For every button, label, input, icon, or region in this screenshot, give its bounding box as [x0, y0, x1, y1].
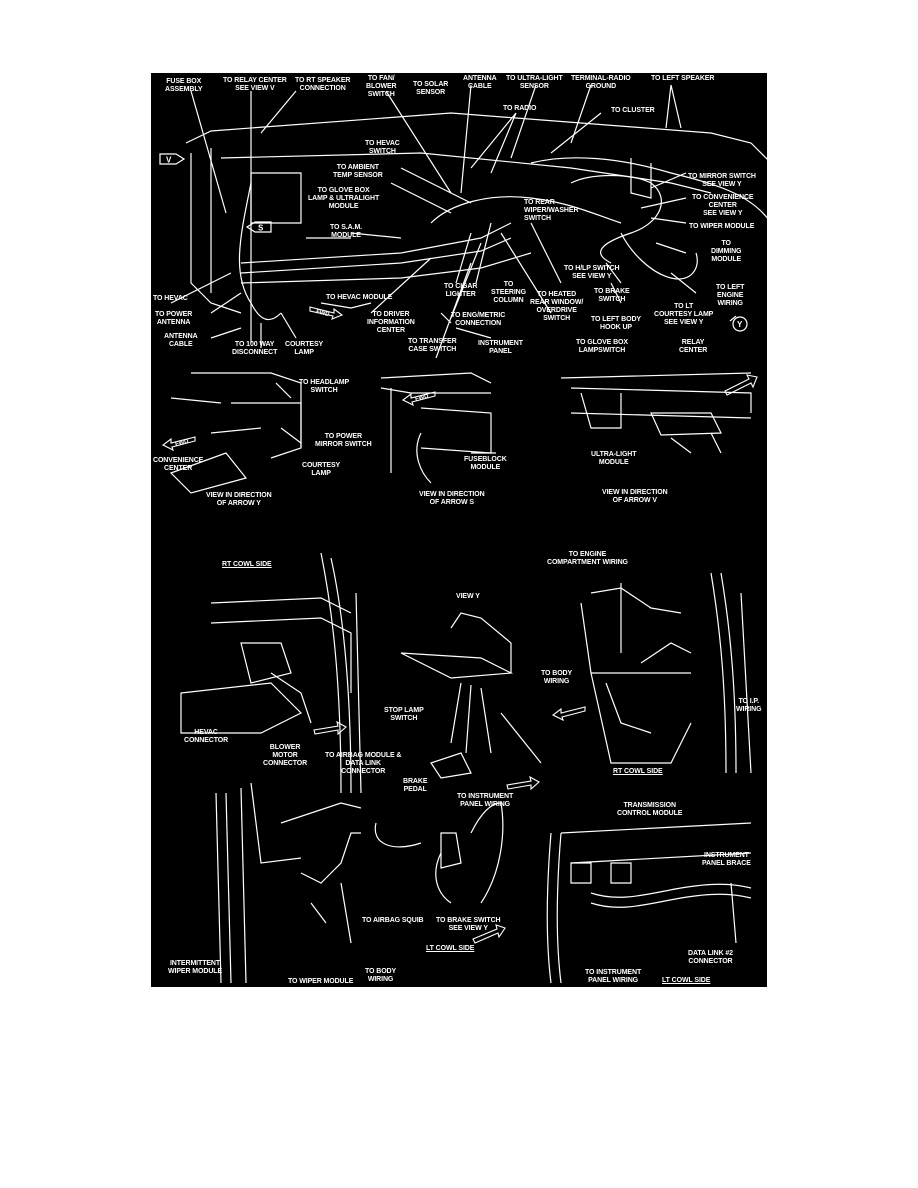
- fwd-arrow-icon: [506, 775, 540, 791]
- title-rt-cowl-side-left: RT COWL SIDE: [222, 561, 272, 568]
- caption-lt-cowl-side-right: LT COWL SIDE: [662, 977, 711, 984]
- diagram-panel: V S Y FWD FWD FWD FUSE BOX ASSEMBLY TO R…: [151, 73, 767, 987]
- caption-view-v: VIEW IN DIRECTION OF ARROW V: [602, 489, 668, 504]
- label-to-ambient-temp: TO AMBIENT TEMP SENSOR: [333, 164, 383, 179]
- label-to-instrument-panel-wiring-lt2: TO INSTRUMENT PANEL WIRING: [585, 969, 642, 984]
- label-to-heated-rear-window: TO HEATED REAR WINDOW/ OVERDRIVE SWITCH: [530, 291, 584, 322]
- label-to-airbag-squib: TO AIRBAG SQUIB: [362, 917, 424, 924]
- label-to-hlp-switch: TO H/LP SWITCH SEE VIEW Y: [564, 265, 620, 280]
- svg-text:V: V: [166, 156, 172, 165]
- label-to-airbag-module: TO AIRBAG MODULE & DATA LINK CONNECTOR: [325, 752, 402, 775]
- label-to-brake-switch-lt: TO BRAKE SWITCH SEE VIEW Y: [436, 917, 501, 932]
- label-to-wiper-module-lt: TO WIPER MODULE: [288, 978, 354, 985]
- label-to-100-way-disconnect: TO 100 WAY DISCONNECT: [232, 341, 278, 356]
- fwd-arrow-icon: [551, 706, 586, 722]
- svg-text:FWD: FWD: [175, 439, 190, 448]
- label-relay-center: RELAY CENTER: [679, 339, 708, 354]
- label-brake-pedal: BRAKE PEDAL: [403, 778, 428, 793]
- label-to-left-engine-wiring: TO LEFT ENGINE WIRING: [716, 284, 745, 307]
- label-to-engine-compartment: TO ENGINE COMPARTMENT WIRING: [547, 551, 628, 566]
- arrow-v-marker: V: [159, 153, 186, 165]
- label-to-steering-column: TO STEERING COLUMN: [491, 281, 526, 304]
- svg-text:Y: Y: [737, 320, 743, 329]
- label-to-convenience-center: TO CONVENIENCE CENTER SEE VIEW Y: [692, 194, 754, 217]
- fwd-arrow-icon: FWD: [401, 391, 436, 407]
- label-to-brake-switch: TO BRAKE SWITCH: [594, 288, 630, 303]
- label-courtesy-lamp-y: COURTESY LAMP: [302, 462, 341, 477]
- label-to-cluster: TO CLUSTER: [611, 107, 655, 114]
- caption-view-s: VIEW IN DIRECTION OF ARROW S: [419, 491, 485, 506]
- label-to-fan-blower-switch: TO FAN/ BLOWER SWITCH: [366, 75, 397, 98]
- label-instrument-panel: INSTRUMENT PANEL: [478, 340, 523, 355]
- label-intermittent-wiper: INTERMITTENT WIPER MODULE: [168, 960, 223, 975]
- label-to-left-body-hookup: TO LEFT BODY HOOK UP: [591, 316, 642, 331]
- label-to-ultralight-sensor: TO ULTRA-LIGHT SENSOR: [506, 75, 563, 90]
- label-to-body-wiring-lt: TO BODY WIRING: [365, 968, 397, 983]
- svg-text:S: S: [258, 224, 264, 233]
- label-to-power-mirror-switch: TO POWER MIRROR SWITCH: [315, 433, 372, 448]
- fwd-arrow-icon: [472, 924, 506, 944]
- arrow-s-marker: S: [245, 221, 272, 233]
- label-to-hevac-switch: TO HEVAC SWITCH: [365, 140, 400, 155]
- label-to-ip-wiring: TO I.P. WIRING: [736, 698, 762, 713]
- label-to-solar-sensor: TO SOLAR SENSOR: [413, 81, 449, 96]
- label-to-instrument-panel-wiring-lt: TO INSTRUMENT PANEL WIRING: [457, 793, 514, 808]
- label-to-dimming-module: TO DIMMING MODULE: [711, 240, 742, 263]
- label-antenna-cable-bottom: ANTENNA CABLE: [164, 333, 198, 348]
- label-blower-motor-connector: BLOWER MOTOR CONNECTOR: [263, 744, 308, 767]
- label-to-rt-speaker: TO RT SPEAKER CONNECTION: [295, 77, 351, 92]
- label-instrument-panel-brace: INSTRUMENT PANEL BRACE: [702, 852, 751, 867]
- label-to-left-speaker: TO LEFT SPEAKER: [651, 75, 715, 82]
- label-fuseblock-module: FUSEBLOCK MODULE: [464, 456, 507, 471]
- label-to-eng-metric: TO ENG/METRIC CONNECTION: [451, 312, 506, 327]
- label-to-rear-wiper: TO REAR WIPER/WASHER SWITCH: [524, 199, 579, 222]
- label-to-hevac: TO HEVAC: [153, 295, 188, 302]
- label-stop-lamp-switch: STOP LAMP SWITCH: [384, 707, 424, 722]
- label-to-cigar-lighter: TO CIGAR LIGHTER: [444, 283, 478, 298]
- label-to-body-wiring-rt: TO BODY WIRING: [541, 670, 573, 685]
- svg-text:FWD: FWD: [415, 394, 430, 403]
- svg-text:FWD: FWD: [315, 309, 330, 318]
- label-convenience-center: CONVENIENCE CENTER: [153, 457, 204, 472]
- caption-view-y: VIEW IN DIRECTION OF ARROW Y: [206, 492, 272, 507]
- label-to-sam-module: TO S.A.M. MODULE: [330, 224, 363, 239]
- label-to-hevac-module: TO HEVAC MODULE: [326, 294, 393, 301]
- label-fuse-box-assembly: FUSE BOX ASSEMBLY: [165, 78, 203, 93]
- label-terminal-radio-ground: TERMINAL-RADIO GROUND: [571, 75, 631, 90]
- label-ultralight-module: ULTRA-LIGHT MODULE: [591, 451, 637, 466]
- fwd-arrow-icon: FWD: [309, 306, 344, 320]
- label-transmission-control-module: TRANSMISSION CONTROL MODULE: [617, 802, 683, 817]
- label-to-power-antenna: TO POWER ANTENNA: [155, 311, 193, 326]
- label-to-headlamp-switch: TO HEADLAMP SWITCH: [299, 379, 350, 394]
- caption-rt-cowl-side-right: RT COWL SIDE: [613, 768, 663, 775]
- label-to-mirror-switch: TO MIRROR SWITCH SEE VIEW Y: [688, 173, 756, 188]
- label-to-driver-info: TO DRIVER INFORMATION CENTER: [367, 311, 415, 334]
- label-to-glove-box-lamp: TO GLOVE BOX LAMP & ULTRALIGHT MODULE: [308, 187, 380, 210]
- label-hevac-connector: HEVAC CONNECTOR: [184, 729, 229, 744]
- fwd-arrow-icon: [724, 374, 758, 396]
- label-data-link-2: DATA LINK #2 CONNECTOR: [688, 950, 733, 965]
- label-to-wiper-module: TO WIPER MODULE: [689, 223, 755, 230]
- arrow-y-marker: Y: [729, 315, 748, 332]
- label-to-radio: TO RADIO: [503, 105, 537, 112]
- caption-lt-cowl-side-left: LT COWL SIDE: [426, 945, 475, 952]
- wiring-line-art: [169, 84, 767, 984]
- label-courtesy-lamp: COURTESY LAMP: [285, 341, 324, 356]
- label-to-transfer-case: TO TRANSFER CASE SWITCH: [408, 338, 457, 353]
- fwd-arrow-icon: FWD: [161, 436, 196, 452]
- title-view-y: VIEW Y: [456, 593, 480, 600]
- fwd-arrow-icon: [313, 720, 347, 736]
- label-antenna-cable-top: ANTENNA CABLE: [463, 75, 497, 90]
- label-to-lt-courtesy-lamp: TO LT COURTESY LAMP SEE VIEW Y: [654, 303, 714, 326]
- label-to-relay-center: TO RELAY CENTER SEE VIEW V: [223, 77, 287, 92]
- label-to-glove-box-lampswitch: TO GLOVE BOX LAMPSWITCH: [576, 339, 628, 354]
